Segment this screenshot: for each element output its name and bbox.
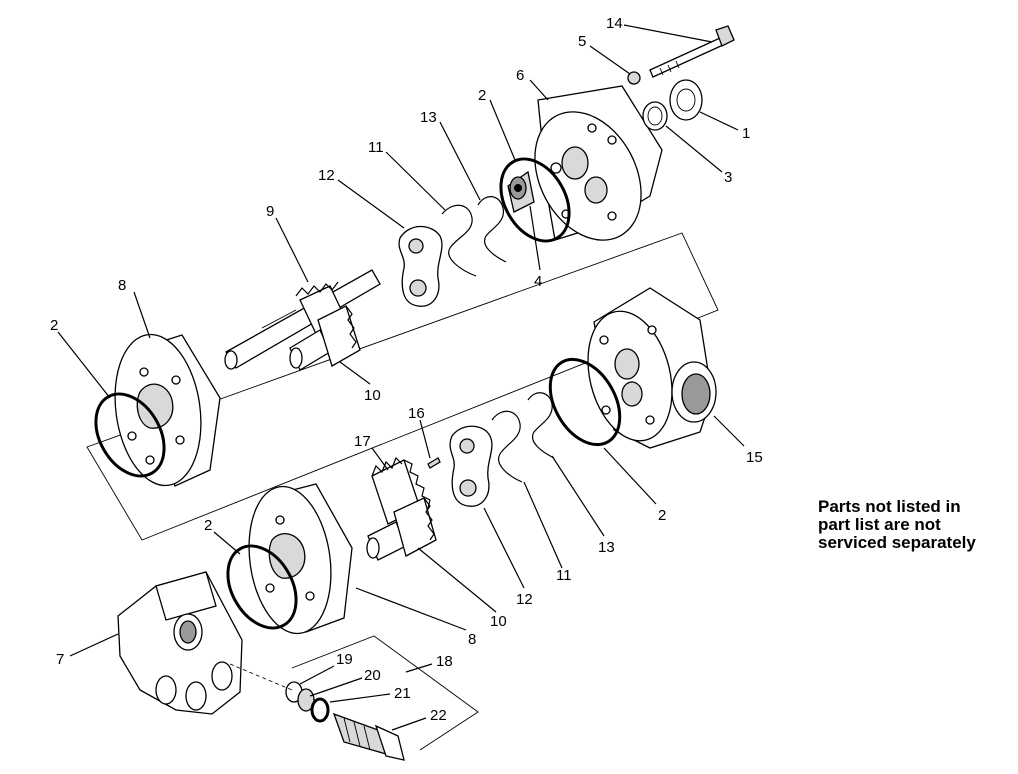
part-16-dowel-pin — [427, 457, 441, 469]
callout-12-top: 12 — [318, 167, 335, 184]
callout-13-top: 13 — [420, 109, 437, 126]
callout-9: 9 — [266, 203, 274, 220]
part-3-seal-ring — [642, 101, 668, 131]
callout-13-middle: 13 — [598, 539, 615, 556]
callout-21: 21 — [394, 685, 411, 702]
callout-2-top: 2 — [478, 87, 486, 104]
callout-16: 16 — [408, 405, 425, 422]
part-7-mounting-flange — [117, 571, 243, 715]
part-9-drive-gear-shaft — [224, 269, 381, 370]
service-note-line-1: Parts not listed in — [818, 497, 961, 516]
callout-17: 17 — [354, 433, 371, 450]
part-2-oring-lower — [226, 544, 298, 630]
part-10-idler-gear-lower — [366, 497, 437, 561]
callout-10-lower: 10 — [490, 613, 507, 630]
part-6-end-cover — [534, 85, 663, 241]
service-note-line-3: serviced separately — [818, 533, 976, 552]
part-10-idler-gear-upper — [289, 305, 361, 371]
service-note: Parts not listed in part list are not se… — [818, 498, 1014, 552]
part-8-gear-housing-lower — [248, 483, 353, 635]
part-5-washer — [627, 71, 641, 85]
callout-15: 15 — [746, 449, 763, 466]
kit-18-bracket — [291, 635, 479, 751]
part-2-oring-left — [94, 392, 166, 478]
service-note-line-2: part list are not — [818, 515, 941, 534]
part-13-seal-top — [477, 196, 507, 263]
part-2-oring-middle — [548, 357, 622, 447]
callout-10-upper: 10 — [364, 387, 381, 404]
part-14-bolt — [649, 25, 735, 78]
part-11-seal-middle — [491, 410, 523, 483]
part-8-gear-housing-upper — [114, 333, 221, 487]
callout-11-middle: 11 — [556, 567, 572, 584]
part-21-oring — [310, 697, 330, 723]
callout-4: 4 — [534, 273, 542, 290]
callout-1: 1 — [742, 125, 750, 142]
part-13-seal-middle — [527, 392, 555, 459]
callout-14: 14 — [606, 15, 623, 32]
callout-8-lower: 8 — [468, 631, 476, 648]
part-1-shaft-seal — [669, 79, 703, 121]
callout-18: 18 — [436, 653, 453, 670]
callout-2-lower: 2 — [204, 517, 212, 534]
part-4-bushing — [507, 170, 535, 213]
leader-lines — [57, 24, 745, 731]
callout-12-middle: 12 — [516, 591, 533, 608]
part-15-port-housing — [587, 287, 717, 449]
callout-3: 3 — [724, 169, 732, 186]
callout-11-top: 11 — [368, 139, 384, 156]
callout-2-left: 2 — [50, 317, 58, 334]
callout-8-upper: 8 — [118, 277, 126, 294]
assembly-outline — [86, 232, 719, 541]
callout-6: 6 — [516, 67, 524, 84]
part-11-seal-top — [441, 204, 477, 277]
callout-19: 19 — [336, 651, 353, 668]
callout-20: 20 — [364, 667, 381, 684]
callout-7: 7 — [56, 651, 64, 668]
part-22-relief-valve — [332, 712, 405, 761]
part-20-backup-ring — [297, 688, 315, 712]
callout-22: 22 — [430, 707, 447, 724]
callout-5: 5 — [578, 33, 586, 50]
part-2-oring-top — [499, 157, 571, 243]
callout-2-middle: 2 — [658, 507, 666, 524]
